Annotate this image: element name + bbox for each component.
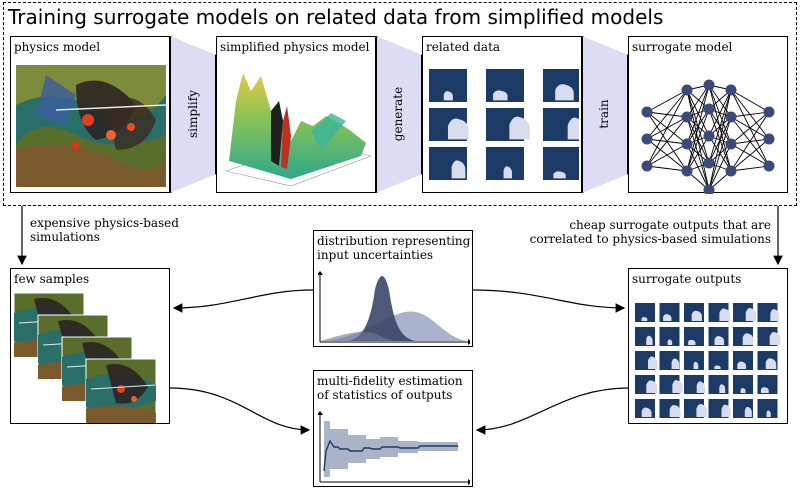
- arrow-samples-to-estimate: [169, 387, 311, 435]
- output-tile: [659, 327, 680, 346]
- related-data-tiles: [429, 69, 579, 180]
- nn-node: [681, 84, 693, 96]
- simplified-model-label: simplified physics model: [220, 40, 370, 54]
- nn-node: [725, 111, 737, 123]
- expensive-note: expensive physics-based simulations: [30, 216, 179, 244]
- distribution-plot: [318, 271, 470, 345]
- few-samples-box: few samples: [10, 268, 170, 424]
- nn-node: [725, 138, 737, 150]
- wildfire-terrain-icon: [16, 65, 166, 187]
- nn-node: [641, 160, 653, 172]
- nn-node: [763, 133, 775, 145]
- cheap-note: cheap surrogate outputs that are correla…: [529, 218, 771, 246]
- surface-plot-icon: [224, 73, 372, 187]
- physics-model-box: physics model: [10, 36, 170, 193]
- output-tile: [635, 303, 655, 322]
- nn-node: [725, 84, 737, 96]
- simplify-connector: [170, 36, 216, 193]
- related-data-box: related data: [422, 36, 582, 193]
- arrow-dist-to-samples: [172, 289, 314, 313]
- simplified-model-box: simplified physics model: [216, 36, 376, 193]
- nn-node: [703, 103, 715, 115]
- distribution-box: distribution representing input uncertai…: [313, 230, 473, 347]
- surrogate-outputs-label: surrogate outputs: [632, 272, 742, 286]
- surrogate-outputs-box: surrogate outputs: [628, 268, 788, 424]
- nn-node: [641, 133, 653, 145]
- nn-node: [763, 160, 775, 172]
- training-region-border: [3, 2, 797, 206]
- multi-fidelity-box: multi-fidelity estimation of statistics …: [313, 370, 473, 487]
- physics-model-label: physics model: [14, 40, 101, 54]
- output-tile: [708, 351, 729, 370]
- arrow-outputs-to-estimate: [475, 387, 629, 435]
- nn-node: [703, 130, 715, 142]
- neural-network-icon: [641, 79, 775, 194]
- estimate-convergence-plot: [318, 411, 470, 485]
- output-tile: [733, 375, 753, 394]
- nn-node: [703, 184, 715, 194]
- stacked-simulations-icon: [14, 293, 157, 423]
- nn-node: [763, 106, 775, 118]
- distribution-label: distribution representing input uncertai…: [317, 234, 471, 262]
- narrow-distribution: [348, 276, 416, 341]
- nn-node: [725, 165, 737, 177]
- few-samples-label: few samples: [14, 272, 90, 286]
- output-tile: [684, 351, 704, 370]
- multi-fidelity-label: multi-fidelity estimation of statistics …: [317, 374, 463, 402]
- surrogate-model-label: surrogate model: [632, 40, 733, 54]
- output-tile: [757, 399, 778, 418]
- nn-node: [681, 165, 693, 177]
- nn-node: [641, 106, 653, 118]
- nn-node: [703, 79, 715, 91]
- arrow-dist-to-outputs: [472, 289, 626, 313]
- nn-node: [681, 111, 693, 123]
- related-data-label: related data: [426, 40, 501, 54]
- generate-connector: [376, 36, 422, 193]
- nn-node: [681, 138, 693, 150]
- nn-node: [703, 157, 715, 169]
- surrogate-outputs-tiles: [635, 303, 781, 418]
- estimate-line: [323, 439, 458, 472]
- surrogate-model-box: surrogate model: [628, 36, 788, 194]
- diagram-title: Training surrogate models on related dat…: [8, 5, 664, 29]
